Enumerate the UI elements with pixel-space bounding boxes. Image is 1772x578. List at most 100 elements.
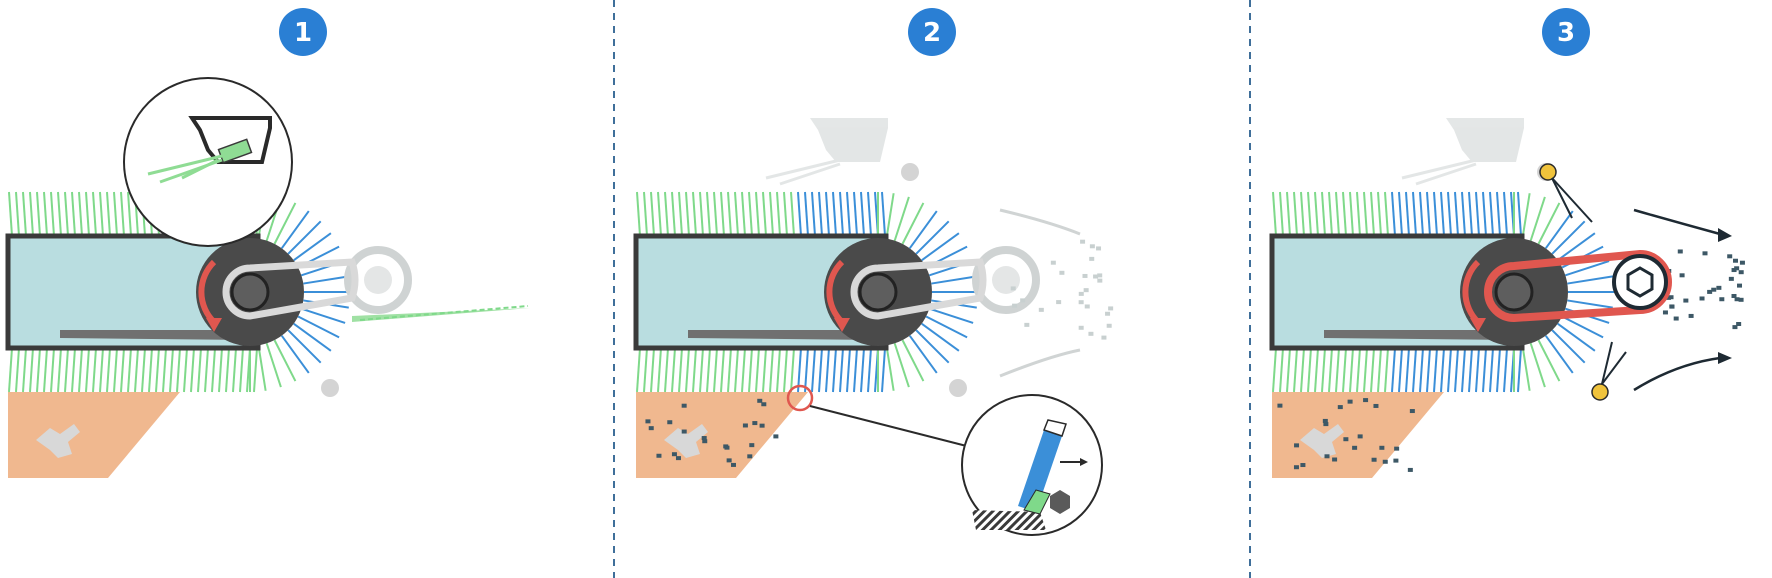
bristle — [1335, 191, 1340, 237]
bristle — [43, 347, 48, 393]
bristle — [692, 191, 697, 237]
debris-particle — [656, 453, 662, 458]
bristle — [1342, 191, 1347, 237]
bristle — [43, 191, 48, 237]
debris-particle — [1078, 291, 1084, 296]
bristle — [1300, 347, 1305, 393]
bristle — [1349, 191, 1354, 237]
debris-particle — [1727, 254, 1733, 259]
bristle — [1503, 347, 1508, 393]
bristle — [1328, 191, 1333, 237]
debris-particle — [1371, 457, 1377, 462]
debris-particle — [724, 445, 730, 450]
bristle — [1272, 347, 1277, 393]
bristle — [106, 191, 111, 237]
floor-dirt — [645, 398, 779, 467]
debris-particle — [1059, 270, 1065, 275]
debris-particle — [1739, 260, 1745, 265]
bristle — [29, 191, 34, 237]
debris-particle — [1738, 297, 1744, 302]
debris-particle — [759, 423, 765, 428]
bristle — [273, 202, 297, 245]
bristle — [1440, 347, 1445, 393]
bristle — [885, 193, 895, 239]
debris-particle — [1078, 300, 1084, 305]
bristle — [832, 347, 837, 393]
debris-particle — [1407, 467, 1413, 472]
bristle — [734, 347, 739, 393]
debris-particle — [1733, 258, 1739, 263]
bristle — [169, 347, 174, 393]
debris-particle — [1083, 288, 1089, 293]
debris-particle — [1294, 443, 1300, 448]
bristle — [720, 191, 725, 237]
bristle — [1454, 191, 1459, 237]
bristle — [720, 347, 725, 393]
bristle — [1356, 347, 1361, 393]
debris-particle — [1012, 303, 1018, 308]
bristle — [287, 220, 322, 255]
bristle — [120, 347, 125, 393]
bristle — [293, 322, 332, 352]
bristle — [881, 191, 886, 237]
bristle — [1426, 191, 1431, 237]
debris-particle — [1394, 446, 1400, 451]
bristle — [1363, 191, 1368, 237]
floor-debris-icon — [36, 424, 80, 458]
bristle — [671, 347, 676, 393]
debris-particle — [1024, 322, 1030, 327]
focus-marker — [786, 384, 814, 412]
bristle — [1307, 347, 1312, 393]
bristle — [1567, 299, 1613, 309]
bristle — [71, 347, 76, 393]
debris-particle — [1108, 306, 1114, 311]
debris-particle — [1731, 268, 1737, 273]
marker-arrow — [1551, 177, 1573, 219]
bristle — [1314, 191, 1319, 237]
bristle — [1307, 191, 1312, 237]
bristle — [1419, 191, 1424, 237]
step-number-3: 3 — [1557, 18, 1575, 48]
bristle — [257, 345, 267, 391]
bristle — [804, 191, 809, 237]
debris-particle — [1010, 286, 1016, 291]
bristle — [1529, 196, 1546, 241]
bristle — [908, 335, 938, 374]
roller-gear-icon — [1612, 254, 1668, 310]
bristle — [727, 191, 732, 237]
debris-particle — [1711, 287, 1717, 292]
debris-particle — [1673, 316, 1679, 321]
debris-particle — [1352, 445, 1358, 450]
debris-particle — [1737, 283, 1743, 288]
bristle — [113, 191, 118, 237]
bristle — [643, 191, 648, 237]
bristle — [699, 347, 704, 393]
bristle — [57, 347, 62, 393]
bristle — [1391, 191, 1396, 237]
bristle — [1440, 191, 1445, 237]
bristle — [741, 347, 746, 393]
bristle — [297, 315, 340, 339]
bristle — [797, 191, 802, 237]
debris-particle — [1373, 403, 1379, 408]
bristle — [1279, 347, 1284, 393]
bristle — [22, 347, 27, 393]
bristle — [893, 196, 910, 241]
step-number-2: 2 — [923, 18, 941, 48]
floor-debris-icon — [664, 424, 708, 458]
bristle — [671, 191, 676, 237]
debris-particle — [645, 419, 651, 424]
bristle — [1419, 347, 1424, 393]
debris-particle — [681, 429, 687, 434]
spray-stream — [352, 308, 530, 322]
airflow-arrow — [999, 208, 1081, 236]
debris-particle — [1088, 331, 1094, 336]
bristle — [1447, 347, 1452, 393]
bristle — [762, 347, 767, 393]
bristle — [1503, 191, 1508, 237]
bristle — [15, 191, 20, 237]
debris-particle — [1056, 300, 1062, 305]
bristle — [713, 191, 718, 237]
bristle — [85, 347, 90, 393]
marker-arrow — [1601, 341, 1613, 385]
